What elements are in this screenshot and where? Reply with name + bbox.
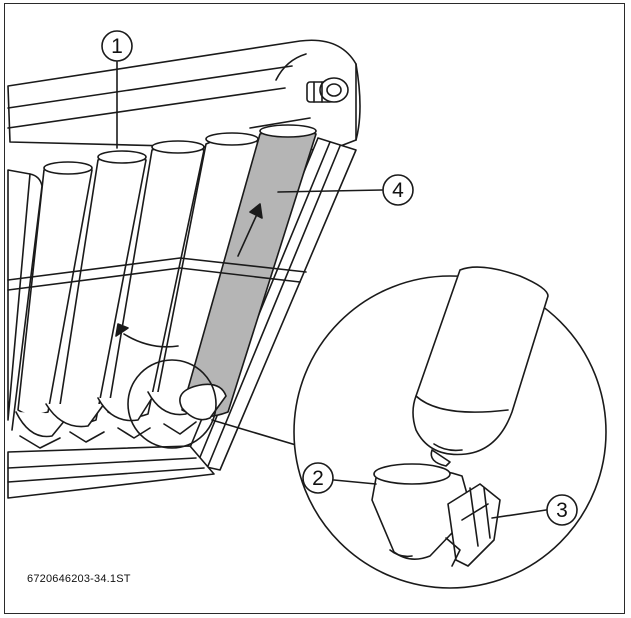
mounting-strap bbox=[7, 257, 307, 291]
callout-3-label: 3 bbox=[556, 499, 568, 522]
detail-tube-holder bbox=[371, 449, 473, 560]
vacuum-tube bbox=[15, 161, 93, 438]
collector-bottom-rail bbox=[7, 445, 215, 499]
vacuum-tube bbox=[45, 150, 147, 428]
callout-1: 1 bbox=[101, 30, 133, 62]
detail-connector-line bbox=[211, 419, 307, 449]
arrow-up-icon bbox=[237, 203, 263, 257]
callout-4-label: 4 bbox=[392, 179, 404, 202]
collector-manifold bbox=[7, 39, 361, 151]
callout-2-leader bbox=[333, 479, 377, 485]
vacuum-tube bbox=[147, 132, 259, 416]
figure-frame bbox=[4, 3, 625, 614]
detail-circle-small bbox=[127, 359, 217, 449]
callout-4-leader bbox=[277, 189, 383, 193]
bolt-icon bbox=[306, 77, 349, 103]
arrow-curved-icon bbox=[115, 323, 179, 348]
callout-4: 4 bbox=[382, 174, 414, 206]
callout-3-leader bbox=[491, 509, 547, 519]
figure-code: 6720646203-34.1ST bbox=[27, 573, 131, 585]
tube-sockets bbox=[19, 421, 197, 449]
detail-clamp bbox=[445, 483, 501, 567]
vacuum-tube bbox=[97, 140, 205, 422]
callout-1-label: 1 bbox=[111, 35, 123, 58]
callout-2-label: 2 bbox=[312, 467, 324, 490]
callout-3: 3 bbox=[546, 494, 578, 526]
detail-tube-end bbox=[412, 266, 549, 456]
callout-2: 2 bbox=[302, 462, 334, 494]
